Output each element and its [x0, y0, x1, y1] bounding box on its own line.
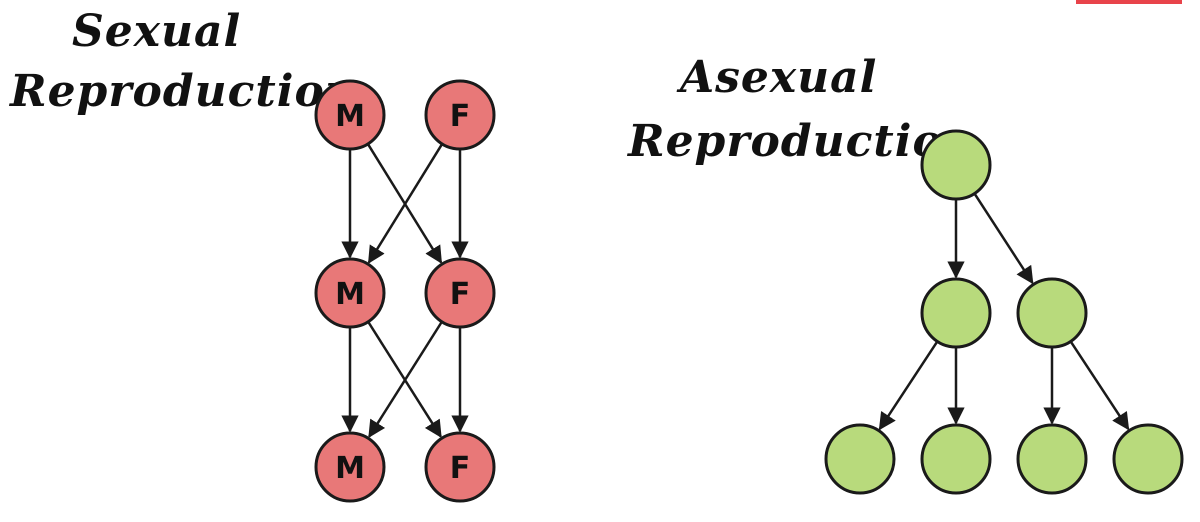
asexual-node-gen3-2	[920, 423, 992, 495]
asexual-node-gen2-2-circle	[1016, 277, 1088, 349]
sexual-node-gen2-female: F	[424, 257, 496, 329]
asexual-title-line2: Reproduction	[628, 116, 976, 167]
sexual-node-gen3-male-label: M	[335, 451, 365, 486]
asexual-title-line1: Asexual	[680, 52, 878, 103]
sexual-node-gen1-female: F	[424, 79, 496, 151]
asexual-node-gen2-1	[920, 277, 992, 349]
sexual-title-line1: Sexual	[72, 6, 242, 57]
sexual-node-gen2-male: M	[314, 257, 386, 329]
corner-accent-tab	[1076, 0, 1182, 4]
asexual-node-gen3-3-circle	[1016, 423, 1088, 495]
asexual-arrow-g2-0-to-0	[878, 340, 939, 431]
sexual-node-gen2-male-label: M	[335, 277, 365, 312]
sexual-node-gen2-male-circle	[314, 257, 386, 329]
sexual-node-gen3-female-label: F	[450, 451, 471, 486]
asexual-node-gen2-1-circle	[920, 277, 992, 349]
asexual-node-gen3-4-circle	[1112, 423, 1184, 495]
asexual-arrow-g1-to-1	[973, 192, 1034, 285]
sexual-node-gen1-male: M	[314, 79, 386, 151]
sexual-node-gen3-male: M	[314, 431, 386, 503]
sexual-arrow-g0-1-to-0	[367, 143, 444, 264]
sexual-node-gen1-male-label: M	[335, 99, 365, 134]
sexual-node-gen2-female-circle	[424, 257, 496, 329]
asexual-node-gen3-3	[1016, 423, 1088, 495]
asexual-node-gen1-1	[920, 129, 992, 201]
asexual-node-gen3-1	[824, 423, 896, 495]
asexual-node-gen3-4	[1112, 423, 1184, 495]
asexual-node-gen3-2-circle	[920, 423, 992, 495]
asexual-node-gen1-1-circle	[920, 129, 992, 201]
sexual-node-gen3-female-circle	[424, 431, 496, 503]
sexual-title-line2: Reproduction	[10, 66, 358, 117]
asexual-node-gen2-2	[1016, 277, 1088, 349]
sexual-node-gen2-female-label: F	[450, 277, 471, 312]
sexual-node-gen1-female-circle	[424, 79, 496, 151]
sexual-node-gen1-female-label: F	[450, 99, 471, 134]
sexual-node-gen3-female: F	[424, 431, 496, 503]
sexual-node-gen1-male-circle	[314, 79, 386, 151]
asexual-arrow-g2-1-to-3	[1069, 340, 1130, 431]
sexual-arrow-g1-1-to-0	[368, 321, 443, 439]
sexual-node-gen3-male-circle	[314, 431, 386, 503]
asexual-node-gen3-1-circle	[824, 423, 896, 495]
